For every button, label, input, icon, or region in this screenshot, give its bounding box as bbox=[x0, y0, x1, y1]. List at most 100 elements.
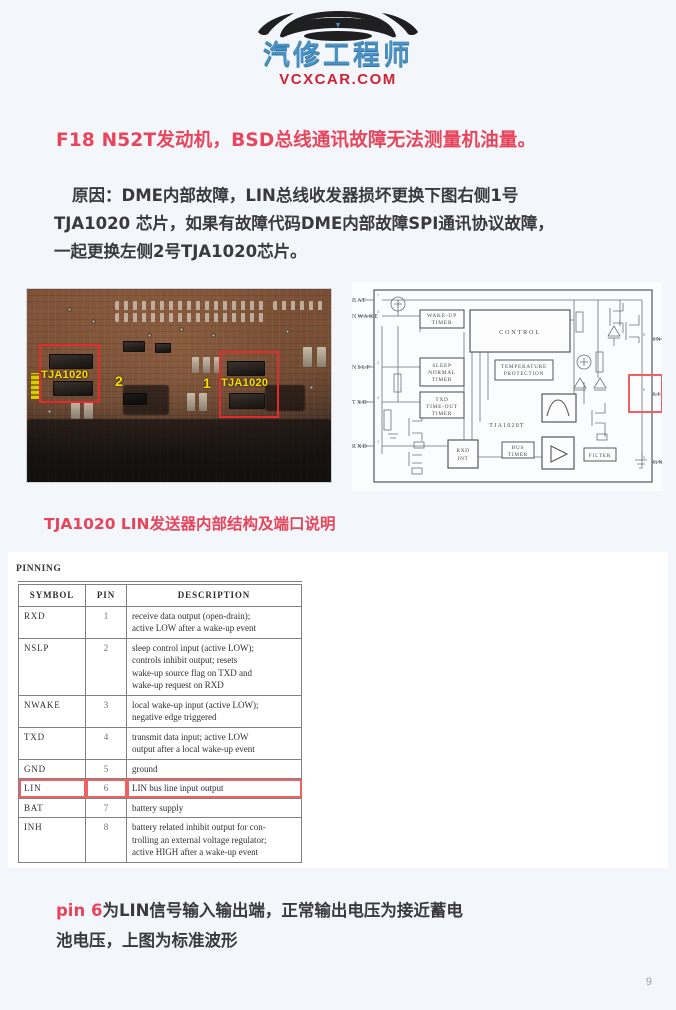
svg-text:TXD: TXD bbox=[352, 400, 368, 406]
logo-brand-text: 汽修工程师 bbox=[263, 40, 413, 71]
pcb-component bbox=[199, 393, 207, 411]
svg-text:PROTECTION: PROTECTION bbox=[504, 371, 544, 377]
pcb-via bbox=[91, 319, 96, 324]
svg-text:NSLP: NSLP bbox=[352, 365, 371, 371]
pcb-via bbox=[47, 409, 52, 414]
pcb-pad-row bbox=[115, 301, 265, 310]
cell-symbol: LIN bbox=[18, 778, 86, 799]
svg-text:5: 5 bbox=[643, 455, 646, 460]
svg-text:6: 6 bbox=[643, 387, 646, 392]
cell-symbol: NWAKE bbox=[18, 694, 86, 728]
svg-text:TIMER: TIMER bbox=[432, 320, 453, 326]
pcb-via bbox=[147, 333, 152, 338]
svg-text:CONTROL: CONTROL bbox=[499, 329, 541, 336]
col-header-pin: PIN bbox=[85, 584, 127, 607]
svg-text:FILTER: FILTER bbox=[589, 453, 612, 459]
cell-description: sleep control input (active LOW);control… bbox=[126, 637, 302, 696]
cell-pin: 7 bbox=[85, 797, 127, 818]
cause-line-3: 一起更换左侧2号TJA1020芯片。 bbox=[54, 242, 307, 261]
cell-description: receive data output (open-drain);active … bbox=[126, 605, 302, 639]
pcb-shadow bbox=[27, 419, 331, 482]
svg-text:SLEEP: SLEEP bbox=[432, 363, 451, 369]
pcb-number-2: 2 bbox=[115, 373, 123, 389]
pcb-component bbox=[214, 357, 221, 373]
svg-text:2: 2 bbox=[377, 360, 379, 365]
svg-text:WAKE-UP: WAKE-UP bbox=[427, 313, 457, 319]
cause-line-2: TJA1020 芯片，如果有故障代码DME内部故障SPI通讯协议故障， bbox=[54, 214, 554, 233]
cell-description: LIN bus line input output bbox=[126, 778, 302, 799]
pcb-label-tja1020-right: TJA1020 bbox=[221, 377, 269, 389]
page-title: F18 N52T发动机，BSD总线通讯故障无法测量机油量。 bbox=[56, 130, 537, 151]
svg-text:NORMAL: NORMAL bbox=[428, 370, 456, 376]
svg-text:BUS: BUS bbox=[512, 445, 525, 451]
pcb-chip bbox=[49, 354, 93, 369]
pcb-chip bbox=[229, 393, 265, 409]
footer-note: pin 6为LIN信号输入输出端，正常输出电压为接近蓄电 池电压，上图为标准波形 bbox=[56, 896, 636, 956]
pcb-component bbox=[317, 347, 326, 367]
lin-pin-highlight-box bbox=[628, 374, 662, 413]
pcb-shadow bbox=[123, 385, 169, 415]
cell-pin: 6 bbox=[85, 778, 127, 799]
logo-url-text: VCXCAR.COM bbox=[279, 71, 397, 89]
svg-text:8: 8 bbox=[643, 332, 646, 337]
cell-description: battery related inhibit output for con-t… bbox=[126, 817, 302, 863]
svg-text:7: 7 bbox=[377, 293, 380, 298]
cell-symbol: INH bbox=[18, 817, 86, 863]
col-header-symbol: SYMBOL bbox=[18, 584, 86, 607]
cell-symbol: NSLP bbox=[18, 637, 86, 696]
cell-description: local wake-up input (active LOW);negativ… bbox=[126, 694, 302, 728]
svg-text:INH: INH bbox=[653, 337, 662, 343]
dme-pcb-photo: TJA1020 2 TJA1020 1 bbox=[27, 289, 331, 482]
svg-text:RXD: RXD bbox=[456, 448, 469, 454]
cell-description: battery supply bbox=[126, 797, 302, 818]
pcb-pad-row bbox=[273, 301, 325, 310]
cell-pin: 2 bbox=[85, 637, 127, 696]
svg-text:TIME-OUT: TIME-OUT bbox=[426, 404, 458, 410]
pcb-component bbox=[84, 401, 93, 419]
svg-text:INT: INT bbox=[458, 456, 469, 462]
cell-symbol: TXD bbox=[18, 726, 86, 760]
svg-text:1: 1 bbox=[377, 439, 379, 444]
pcb-component bbox=[303, 347, 312, 367]
pcb-via bbox=[285, 329, 290, 334]
pcb-via bbox=[179, 327, 184, 332]
pcb-via bbox=[211, 333, 216, 338]
col-header-description: DESCRIPTION bbox=[126, 584, 302, 607]
pcb-via bbox=[309, 385, 314, 390]
cell-description: ground bbox=[126, 758, 302, 779]
pcb-via bbox=[67, 307, 72, 312]
pcb-component bbox=[192, 357, 199, 373]
car-silhouette-icon bbox=[258, 11, 418, 41]
svg-text:TJA1020T: TJA1020T bbox=[489, 423, 525, 429]
block-diagram-svg: WAKE-UP TIMER CONTROL SLEEP NORMAL TIMER… bbox=[352, 282, 662, 491]
pcb-component bbox=[71, 401, 80, 419]
svg-text:TIMER: TIMER bbox=[508, 452, 528, 458]
pcb-number-1: 1 bbox=[203, 375, 211, 391]
pcb-component bbox=[187, 393, 195, 411]
tja1020t-internal-block-diagram: WAKE-UP TIMER CONTROL SLEEP NORMAL TIMER… bbox=[352, 282, 662, 491]
pcb-chip bbox=[155, 343, 171, 353]
pcb-highlight-box-chip-1 bbox=[219, 351, 279, 418]
cell-pin: 8 bbox=[85, 817, 127, 863]
page-number: 9 bbox=[645, 976, 652, 988]
pcb-chip bbox=[123, 341, 145, 352]
svg-text:3: 3 bbox=[377, 309, 380, 314]
footer-line-1: pin 6为LIN信号输入输出端，正常输出电压为接近蓄电 bbox=[56, 896, 636, 926]
cause-paragraph: 原因：DME内部故障，LIN总线收发器损坏更换下图右侧1号 TJA1020 芯片… bbox=[54, 182, 639, 266]
site-logo: 汽修工程师 VCXCAR.COM bbox=[0, 6, 676, 88]
pcb-connector bbox=[31, 373, 40, 399]
cause-line-1: 原因：DME内部故障，LIN总线收发器损坏更换下图右侧1号 bbox=[72, 186, 519, 205]
pcb-chip bbox=[227, 361, 265, 376]
svg-text:LIN: LIN bbox=[653, 392, 662, 398]
cell-symbol: BAT bbox=[18, 797, 86, 818]
pcb-component bbox=[203, 357, 210, 373]
pinning-caption: PINNING bbox=[16, 564, 62, 574]
pcb-chip bbox=[53, 381, 93, 396]
svg-text:TIMER: TIMER bbox=[432, 377, 452, 383]
